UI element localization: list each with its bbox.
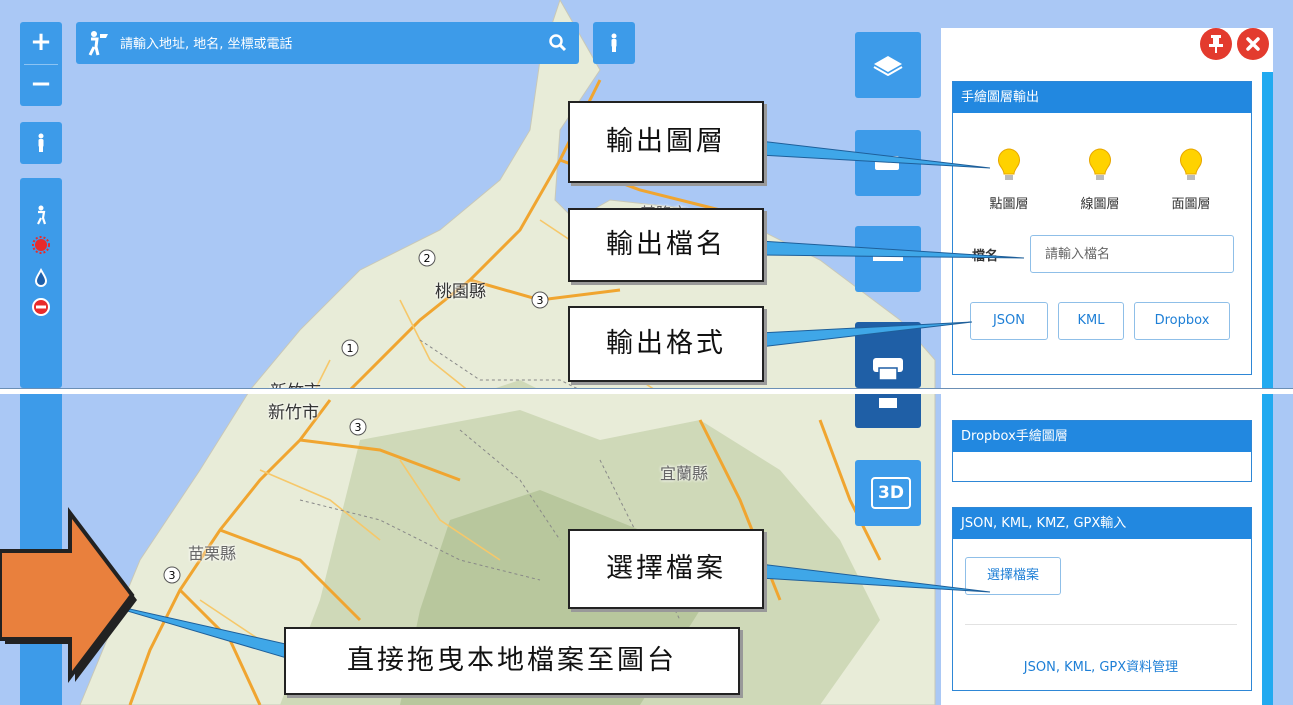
pin-button[interactable] — [1200, 28, 1232, 60]
route-marker-1: 2 — [424, 252, 431, 265]
search-icon[interactable] — [549, 34, 567, 52]
map-label-hsinchu-top: 新竹市 — [270, 377, 321, 388]
search-input[interactable] — [118, 32, 522, 56]
callout-output-filename: 輸出檔名 — [568, 208, 764, 282]
callout-choose-file: 選擇檔案 — [568, 529, 764, 609]
walker-icon[interactable] — [30, 204, 52, 226]
burst-icon[interactable] — [30, 234, 52, 256]
route-marker-4: 3 — [355, 421, 362, 434]
route-marker-5: 3 — [169, 569, 176, 582]
close-button[interactable] — [1237, 28, 1269, 60]
callout-output-format: 輸出格式 — [568, 306, 764, 382]
choose-file-button[interactable]: 選擇檔案 — [965, 557, 1061, 595]
point-layer-label: 點圖層 — [989, 197, 1029, 212]
walking-person-icon — [88, 31, 108, 56]
map-tool-eraser[interactable] — [855, 32, 921, 98]
eraser-icon — [873, 56, 903, 76]
leader-choose — [759, 563, 991, 593]
import-card-title: JSON, KML, KMZ, GPX輸入 — [953, 508, 1251, 539]
dropbox-card: Dropbox手繪圖層 — [952, 420, 1252, 482]
import-card-divider — [965, 624, 1237, 625]
data-manage-link[interactable]: JSON, KML, GPX資料管理 — [1023, 660, 1179, 675]
leader-format — [759, 321, 973, 348]
map-label-miaoli: 苗栗縣 — [188, 544, 237, 563]
line-layer-label: 線圖層 — [1080, 197, 1120, 212]
import-card: JSON, KML, KMZ, GPX輸入 — [952, 507, 1252, 691]
pegman-icon — [611, 33, 617, 52]
polygon-layer-bulb-icon[interactable] — [1179, 148, 1203, 182]
traffic-sign-icon[interactable] — [30, 296, 52, 318]
person-icon — [38, 133, 44, 152]
zoom-in-button[interactable]: + — [30, 27, 52, 57]
sidebar-scrollbar[interactable] — [1262, 72, 1273, 388]
map-label-yilan: 宜蘭縣 — [660, 464, 709, 483]
map-tool-print-lower[interactable] — [855, 394, 921, 428]
zoom-out-button[interactable]: − — [30, 69, 52, 99]
export-kml-button[interactable]: KML — [1058, 302, 1124, 340]
three-d-toggle[interactable]: 3D — [871, 477, 911, 509]
filename-input[interactable] — [1030, 235, 1234, 273]
water-drop-icon[interactable] — [30, 266, 52, 288]
export-card-title: 手繪圖層輸出 — [953, 82, 1251, 113]
close-icon — [1246, 37, 1260, 51]
printer-tray-icon — [879, 398, 897, 408]
pin-icon — [1209, 35, 1223, 53]
layer-tool-column — [20, 178, 62, 388]
line-layer-bulb-icon[interactable] — [1088, 148, 1112, 182]
dropbox-card-title: Dropbox手繪圖層 — [953, 421, 1251, 452]
map-label-taoyuan: 桃園縣 — [435, 282, 486, 302]
polygon-layer-label: 面圖層 — [1171, 197, 1211, 212]
point-layer-bulb-icon[interactable] — [997, 148, 1021, 182]
route-marker-3: 1 — [347, 342, 354, 355]
street-view-button[interactable] — [20, 122, 62, 164]
map-tool-measure[interactable] — [855, 226, 921, 292]
leader-filename — [759, 240, 1025, 259]
export-dropbox-button[interactable]: Dropbox — [1134, 302, 1230, 340]
pegman-button[interactable] — [593, 22, 635, 64]
callout-output-layer: 輸出圖層 — [568, 101, 764, 183]
export-json-button[interactable]: JSON — [970, 302, 1048, 340]
sidebar-scrollbar-lower[interactable] — [1262, 394, 1273, 705]
route-markers: 2 3 1 — [341, 249, 549, 357]
callout-drag-local-file: 直接拖曳本地檔案至圖台 — [284, 627, 740, 695]
printer-icon — [873, 358, 903, 381]
map-label-hsinchu: 新竹市 — [268, 403, 319, 423]
map-tool-print[interactable] — [855, 322, 921, 388]
drag-arrow-icon — [0, 507, 137, 683]
measure-icon — [873, 256, 903, 261]
zoom-control: + − — [20, 22, 62, 106]
leader-layer — [759, 140, 991, 169]
search-bar — [76, 22, 579, 64]
zoom-divider — [24, 64, 58, 65]
route-marker-2: 3 — [537, 294, 544, 307]
